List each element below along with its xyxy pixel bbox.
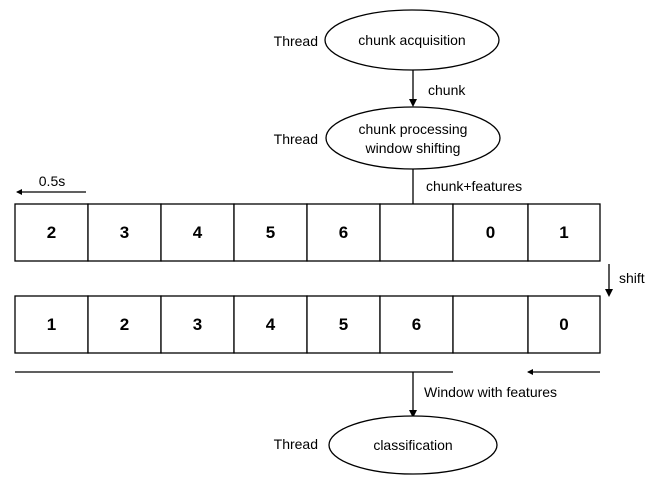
buffer-before-cell	[379, 203, 454, 262]
buffer-before-cell-value: 3	[120, 223, 129, 242]
buffer-before-cell-value: 6	[339, 223, 348, 242]
buffer-after-cell-value: 6	[412, 315, 421, 334]
classification-node	[328, 415, 498, 475]
chunk-processing-node	[325, 106, 501, 170]
classification-label: classification	[373, 437, 452, 453]
buffer-after-cell-value: 0	[559, 315, 568, 334]
chunk-edge-label: chunk	[428, 82, 466, 98]
buffer-before-cell	[306, 203, 381, 262]
buffer-before-cell-value: 2	[47, 223, 56, 242]
buffer-before-cell	[527, 203, 601, 262]
window-with-features-label: Window with features	[424, 384, 557, 400]
buffer-after-cell	[14, 295, 89, 354]
buffer-after-cell	[160, 295, 235, 354]
buffer-after-cell	[379, 295, 454, 354]
chunk-acquisition-label: chunk acquisition	[358, 32, 465, 48]
buffer-before-cell-value: 1	[559, 223, 568, 242]
buffer-after-cell-value: 3	[193, 315, 202, 334]
buffer-after-cell	[452, 295, 529, 354]
buffer-after-cell-value: 1	[47, 315, 56, 334]
buffer-after-cell	[527, 295, 601, 354]
buffer-before-cell	[233, 203, 308, 262]
buffer-after-cell	[87, 295, 162, 354]
buffer-after-cell	[306, 295, 381, 354]
shift-label: shift	[619, 270, 645, 286]
thread-label-classification: Thread	[274, 436, 318, 452]
thread-label-processing: Thread	[274, 131, 318, 147]
duration-label: 0.5s	[39, 173, 65, 189]
buffer-after-cell-value: 5	[339, 315, 348, 334]
buffer-before-cell-value: 4	[193, 223, 203, 242]
buffer-before-cell	[452, 203, 529, 262]
chunk-features-edge-label: chunk+features	[426, 178, 522, 194]
buffer-after-shift: 1 2 3 4 5 6 0	[14, 295, 601, 354]
buffer-before-shift: 2 3 4 5 6 0 1	[14, 203, 601, 262]
window-shifting-label: window shifting	[365, 140, 461, 156]
buffer-after-cell	[233, 295, 308, 354]
buffer-before-cell	[14, 203, 89, 262]
thread-label-acquisition: Thread	[274, 33, 318, 49]
chunk-acquisition-node	[324, 9, 500, 71]
buffer-before-cell-value: 5	[266, 223, 275, 242]
buffer-before-cell-value: 0	[486, 223, 495, 242]
buffer-after-cell-value: 2	[120, 315, 129, 334]
chunk-processing-label: chunk processing	[359, 121, 468, 137]
buffer-after-cell-value: 4	[266, 315, 276, 334]
